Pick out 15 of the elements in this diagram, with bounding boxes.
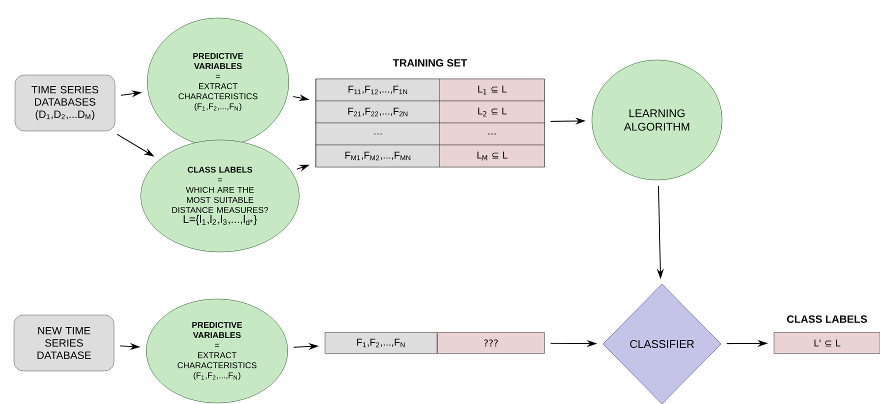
database-box: TIME SERIES DATABASES (D$_{1}$,D$_{2}$,...D$_{M}$) xyxy=(14,74,116,132)
label-cell: … xyxy=(439,122,545,146)
feature-cell: F$_{M1}$,F$_{M2}$,...,F$_{MN}$ xyxy=(316,144,440,168)
node-label: TRAINING SET xyxy=(392,59,468,67)
feature-cell: F$_{1}$,F$_{2}$,...,F$_{N}$ xyxy=(324,332,438,354)
node-label: CLASS LABELS xyxy=(787,315,867,323)
feature-cell: … xyxy=(316,122,440,146)
feature-cell: F$_{21}$,F$_{22}$,...,F$_{2N}$ xyxy=(316,100,440,124)
label-cell: L$_{1}$ ⊆ L xyxy=(439,78,545,102)
label-cell: L$_{M}$ ⊆ L xyxy=(439,144,545,168)
label-cell: ??? xyxy=(437,332,545,354)
output-box: CLASS LABELS L' ⊆ L xyxy=(774,315,880,354)
feature-cell: F$_{11}$,F$_{12}$,...,F$_{1N}$ xyxy=(316,78,440,102)
database-box: NEW TIME SERIES DATABASE xyxy=(14,314,114,372)
label-cell: L$_{2}$ ⊆ L xyxy=(439,100,545,124)
